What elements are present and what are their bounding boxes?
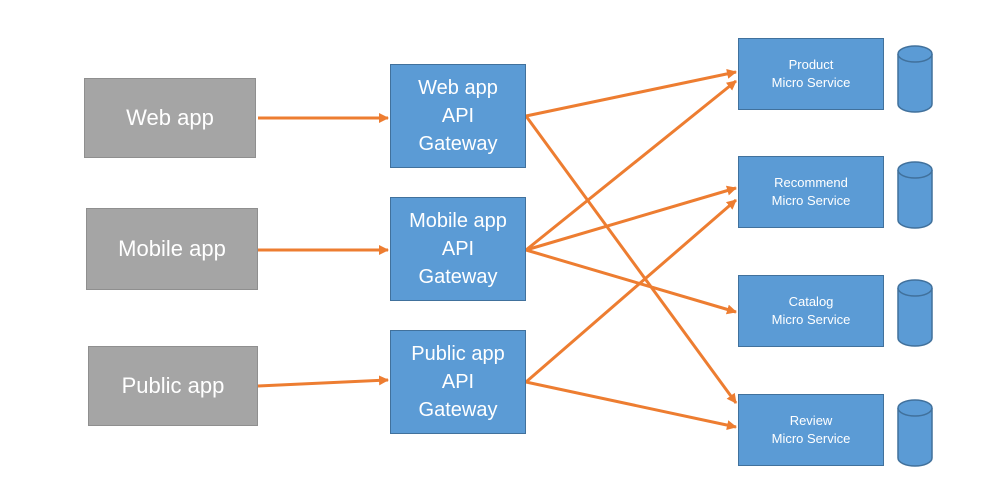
gateway-box-public: Public app API Gateway [390, 330, 526, 434]
database-icon-catalog [897, 279, 933, 347]
service-review-line-1: Review [789, 413, 833, 428]
arrow-mobile-gateway-to-product [525, 79, 737, 252]
service-recommend-line-1: Recommend [774, 175, 848, 190]
service-review-line-2: Micro Service [771, 431, 851, 446]
gateway-web-line-1: Web app [418, 77, 498, 99]
arrow-mobile-gateway-to-recommend [525, 185, 737, 252]
client-box-public: Public app [88, 346, 258, 426]
service-catalog-line-1: Catalog [788, 294, 834, 309]
arrow-public-gateway-to-recommend [525, 198, 737, 384]
gateway-web-line-3: Gateway [418, 133, 498, 155]
arrow-public-gateway-to-review [525, 380, 737, 431]
client-label-public: Public app [121, 373, 225, 398]
service-product-line-1: Product [788, 57, 834, 72]
gateway-mobile-line-3: Gateway [418, 266, 498, 288]
gateway-mobile-line-1: Mobile app [409, 210, 507, 232]
service-box-recommend: Recommend Micro Service [738, 156, 884, 228]
client-label-web: Web app [126, 105, 214, 130]
gateway-box-web: Web app API Gateway [390, 64, 526, 168]
service-recommend-line-2: Micro Service [771, 193, 851, 208]
gateway-mobile-line-2: API [441, 238, 475, 260]
arrow-web-gateway-to-product [525, 68, 737, 118]
client-label-mobile: Mobile app [118, 236, 226, 261]
database-icon-recommend [897, 161, 933, 229]
database-icon-review [897, 399, 933, 467]
database-icon-product [897, 45, 933, 113]
service-box-catalog: Catalog Micro Service [738, 275, 884, 347]
service-box-review: Review Micro Service [738, 394, 884, 466]
arrow-public-client-to-gateway [257, 375, 389, 388]
client-box-mobile: Mobile app [86, 208, 258, 290]
gateway-public-line-2: API [441, 371, 475, 393]
client-box-web: Web app [84, 78, 256, 158]
service-catalog-line-2: Micro Service [771, 312, 851, 327]
service-product-line-2: Micro Service [771, 75, 851, 90]
gateway-public-line-3: Gateway [418, 399, 498, 421]
arrow-mobile-gateway-to-catalog [525, 248, 737, 315]
gateway-web-line-2: API [441, 105, 475, 127]
arrow-web-gateway-to-review [524, 115, 738, 404]
gateway-box-mobile: Mobile app API Gateway [390, 197, 526, 301]
service-box-product: Product Micro Service [738, 38, 884, 110]
gateway-public-line-1: Public app [411, 343, 505, 365]
